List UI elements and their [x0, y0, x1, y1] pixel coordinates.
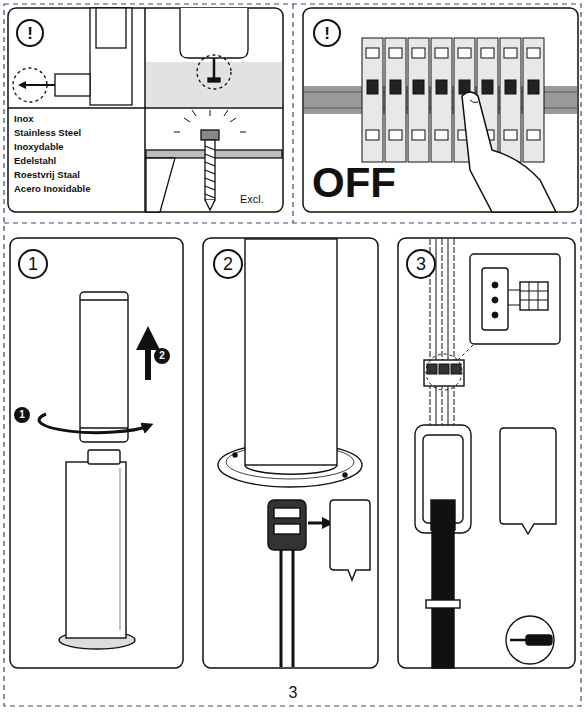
- connector: [268, 500, 370, 667]
- wall-bracket: [13, 8, 132, 105]
- page-number: 3: [286, 684, 301, 702]
- breaker-terminal: [527, 48, 540, 58]
- breaker-terminal: [435, 130, 448, 140]
- breaker-terminal: [366, 48, 379, 58]
- breaker-panel: [303, 8, 578, 212]
- breaker-switch: [482, 80, 493, 94]
- breaker-switch: [528, 80, 539, 94]
- material-label: Inox: [14, 114, 34, 124]
- breaker-terminal: [412, 48, 425, 58]
- node-text: 2: [223, 255, 233, 273]
- breaker-terminal: [366, 130, 379, 140]
- breaker-module: [431, 38, 452, 162]
- breaker-terminal: [458, 48, 471, 58]
- breaker-terminal: [527, 130, 540, 140]
- breaker-terminal: [389, 130, 402, 140]
- node-text: !: [27, 25, 33, 42]
- node-text: !: [324, 25, 330, 42]
- step-number: 3: [406, 249, 436, 279]
- node-text: 1: [19, 410, 25, 420]
- step-number: 1: [18, 249, 48, 279]
- breaker-switch: [413, 80, 424, 94]
- breaker-module: [500, 38, 521, 162]
- breaker-terminal: [412, 130, 425, 140]
- breaker-terminal: [389, 48, 402, 58]
- breaker-terminal: [481, 48, 494, 58]
- material-label: Stainless Steel: [14, 128, 81, 138]
- step-number: !: [16, 19, 44, 47]
- off-label: OFF: [312, 160, 396, 206]
- breaker-switch: [436, 80, 447, 94]
- lamp-head: [39, 292, 148, 442]
- material-label: Edelstahl: [14, 156, 56, 166]
- breaker-terminal: [435, 48, 448, 58]
- callout-number: 1: [14, 407, 30, 423]
- breaker-switch: [505, 80, 516, 94]
- step-number: 2: [213, 249, 243, 279]
- breaker-module: [523, 38, 544, 162]
- material-label: Inoxydable: [14, 142, 64, 152]
- post-bottom: [415, 425, 556, 668]
- dashed-frame: [4, 4, 581, 706]
- note-label: Excl.: [240, 193, 264, 205]
- lamp-post: [59, 450, 135, 649]
- breaker-module: [385, 38, 406, 162]
- material-label: Acero Inoxidable: [14, 184, 91, 194]
- ground-screw: [146, 110, 282, 212]
- breaker-module: [408, 38, 429, 162]
- node-text: 3: [416, 255, 426, 273]
- breaker-module: [362, 38, 383, 162]
- breaker-terminal: [504, 48, 517, 58]
- warning-panel: [8, 8, 283, 212]
- node-text: 2: [159, 351, 165, 361]
- callout-number: 2: [154, 348, 170, 364]
- node-text: 1: [28, 255, 38, 273]
- finger: [462, 92, 556, 212]
- post-base: [218, 239, 362, 487]
- material-label: Roestvrij Staal: [14, 170, 80, 180]
- step-panel: [10, 238, 575, 668]
- breaker-terminal: [504, 130, 517, 140]
- step-number: !: [313, 19, 341, 47]
- breaker-switch: [367, 80, 378, 94]
- base-screw: [146, 8, 282, 107]
- breaker-switch: [390, 80, 401, 94]
